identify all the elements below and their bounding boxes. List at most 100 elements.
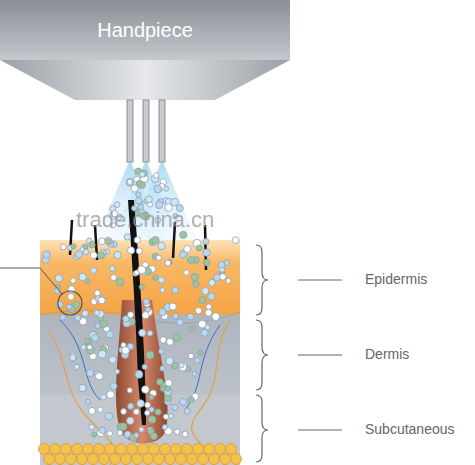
handpiece-body: [0, 0, 290, 60]
particle: [43, 251, 50, 258]
particle: [127, 247, 134, 254]
particle: [165, 260, 171, 266]
particle: [165, 379, 172, 386]
particle: [172, 363, 178, 369]
particle: [198, 350, 203, 355]
particle: [151, 433, 158, 440]
callout-circle: [58, 291, 82, 315]
particle: [193, 281, 199, 287]
particle: [226, 278, 231, 283]
particle: [198, 320, 206, 328]
vessel: [48, 330, 116, 465]
particle: [171, 198, 179, 206]
particle: [106, 331, 113, 338]
particle: [117, 430, 122, 435]
particle: [105, 413, 113, 421]
particle: [184, 245, 191, 252]
particle: [206, 304, 212, 310]
particle: [168, 413, 173, 418]
particle: [109, 356, 116, 363]
particle: [136, 248, 142, 254]
fat-cell: [149, 444, 160, 455]
particle: [105, 239, 110, 244]
particle: [127, 417, 134, 424]
fat-cell: [187, 454, 198, 465]
fat-cell: [88, 454, 99, 465]
particle: [137, 400, 144, 407]
handpiece-box: Handpiece: [0, 0, 290, 60]
particle: [184, 270, 189, 275]
particle: [134, 237, 140, 243]
particle: [128, 403, 134, 409]
nozzle: [127, 100, 133, 162]
particle: [105, 237, 112, 244]
fat-cell: [176, 454, 187, 465]
particle: [83, 244, 88, 249]
particle: [70, 278, 75, 283]
particle: [140, 172, 146, 178]
layer-label: Epidermis: [365, 271, 427, 287]
particle: [115, 369, 120, 374]
particle: [83, 249, 88, 254]
particle: [75, 251, 82, 258]
particle: [84, 339, 90, 345]
particle: [79, 273, 87, 281]
particle: [205, 309, 212, 316]
particle: [163, 414, 168, 419]
particle: [96, 373, 103, 380]
particle: [56, 301, 63, 308]
fat-cell: [83, 444, 94, 455]
particle: [136, 192, 141, 197]
particle: [203, 259, 210, 266]
particle: [158, 277, 165, 284]
particle: [135, 198, 142, 205]
particle: [179, 398, 186, 405]
bracket: [256, 245, 268, 315]
particle: [120, 423, 127, 430]
fat-cell: [39, 444, 50, 455]
particle: [172, 404, 178, 410]
particle: [89, 242, 95, 248]
particle: [159, 308, 166, 315]
vessel: [185, 325, 220, 410]
particle: [61, 244, 67, 250]
particle: [73, 301, 80, 308]
subcutaneous-layer: [40, 395, 240, 465]
particle: [162, 425, 167, 430]
particle: [107, 431, 112, 436]
particle: [192, 371, 197, 376]
vessel: [60, 320, 100, 400]
particle: [146, 351, 154, 359]
particle: [86, 399, 91, 404]
particle: [167, 339, 174, 346]
particle: [139, 329, 146, 336]
particle: [85, 339, 92, 346]
particle: [164, 186, 169, 191]
particle: [99, 427, 105, 433]
particle: [89, 424, 95, 430]
particle: [90, 252, 97, 259]
particle: [139, 284, 144, 289]
particle: [179, 363, 184, 368]
particle: [212, 313, 220, 321]
particle: [143, 299, 149, 305]
particle: [67, 304, 72, 309]
bracket: [256, 320, 268, 390]
layer-label: Subcutaneous: [365, 421, 455, 437]
fat-cell: [77, 454, 88, 465]
fat-cell: [215, 444, 226, 455]
fat-cell: [154, 454, 165, 465]
particle: [157, 379, 163, 385]
particle: [160, 337, 166, 343]
nozzle: [143, 100, 149, 162]
particle: [74, 364, 79, 369]
particle: [155, 409, 161, 415]
particle: [114, 202, 120, 208]
particle: [203, 249, 210, 256]
particle: [147, 331, 152, 336]
particle: [95, 290, 101, 296]
particle: [187, 313, 194, 320]
particle: [182, 431, 188, 437]
fat-cell: [226, 444, 237, 455]
